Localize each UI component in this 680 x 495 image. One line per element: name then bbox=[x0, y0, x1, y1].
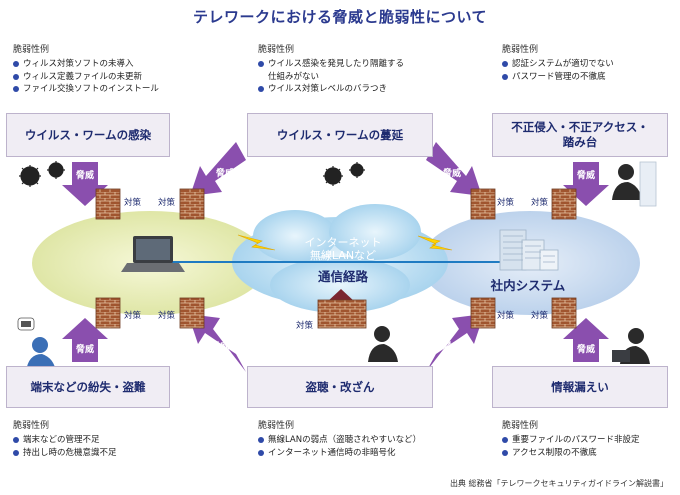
firewalls bbox=[95, 188, 577, 329]
threat-label: 脅威 bbox=[442, 167, 461, 179]
countermeasure-label: 対策 bbox=[124, 310, 142, 321]
internet-label: インターネット bbox=[305, 236, 382, 249]
list-item: 持出し時の危機意識不足 bbox=[13, 447, 117, 460]
threat-label: 脅威 bbox=[576, 343, 595, 355]
threat-arrow-bottom-left-2 bbox=[188, 314, 246, 372]
vulnerability-list-unauthorized-access: 認証システムが適切でない パスワード管理の不徹底 bbox=[502, 58, 614, 83]
countermeasure-label: 対策 bbox=[497, 310, 515, 321]
list-item: ウイルス感染を発見したり隔離する仕組みがない bbox=[258, 58, 404, 83]
threat-label: 脅威 bbox=[75, 169, 94, 181]
firewall-icon bbox=[95, 297, 121, 329]
threat-title-line2: 踏み台 bbox=[562, 135, 598, 149]
firewall-icon bbox=[179, 188, 205, 220]
lightning-left-icon bbox=[237, 234, 276, 251]
eavesdropper-icon bbox=[368, 326, 398, 362]
countermeasure-label: 対策 bbox=[158, 197, 176, 208]
threat-arrow-bottom-right-1 bbox=[426, 314, 484, 372]
vulnerability-heading: 脆弱性例 bbox=[13, 421, 50, 431]
vulnerability-heading: 脆弱性例 bbox=[502, 421, 539, 431]
threat-arrow-bottom-left-1 bbox=[62, 318, 108, 362]
countermeasure-label: 対策 bbox=[531, 197, 549, 208]
threat-box-eavesdropping: 盗聴・改ざん bbox=[247, 366, 433, 408]
threat-title: 盗聴・改ざん bbox=[305, 379, 375, 394]
list-item-text: ウイルス感染を発見したり隔離する bbox=[268, 59, 405, 69]
threat-box-unauthorized-access: 不正侵入・不正アクセス・踏み台 bbox=[492, 113, 668, 157]
threat-label: 脅威 bbox=[442, 340, 461, 352]
countermeasure-label: 対策 bbox=[296, 320, 314, 331]
threat-label: 脅威 bbox=[215, 167, 234, 179]
list-item: ファイル交換ソフトのインストール bbox=[13, 83, 159, 96]
list-item: 認証システムが適切でない bbox=[502, 58, 614, 71]
list-item: 無線LANの弱点（盗聴されやすいなど） bbox=[258, 434, 421, 447]
threat-box-information-leak: 情報漏えい bbox=[492, 366, 668, 408]
threat-title-line1: 不正侵入・不正アクセス・ bbox=[511, 120, 649, 134]
vulnerability-heading: 脆弱性例 bbox=[13, 45, 50, 55]
threat-arrow-top-right-1 bbox=[426, 142, 482, 196]
threat-box-device-loss: 端末などの紛失・盗難 bbox=[6, 366, 170, 408]
list-item: アクセス制限の不徹底 bbox=[502, 447, 640, 460]
company-system-label: 社内システム bbox=[490, 278, 566, 293]
threat-arrow-top-left-2 bbox=[190, 142, 246, 196]
firewall-icon bbox=[470, 297, 496, 329]
countermeasure-label: 対策 bbox=[531, 310, 549, 321]
firewall-icon bbox=[317, 299, 367, 329]
threat-label: 脅威 bbox=[576, 169, 595, 181]
list-item: ウイルス対策レベルのバラつき bbox=[258, 83, 404, 96]
list-item-continuation: 仕組みがない bbox=[268, 71, 320, 82]
list-item: 重要ファイルのパスワード非設定 bbox=[502, 434, 640, 447]
list-item: パスワード管理の不徹底 bbox=[502, 71, 614, 84]
list-item: 端末などの管理不足 bbox=[13, 434, 117, 447]
laptop-icon bbox=[121, 236, 185, 272]
vulnerability-list-device-loss: 端末などの管理不足 持出し時の危機意識不足 bbox=[13, 434, 117, 459]
virus-icons bbox=[19, 161, 365, 187]
vulnerability-list-virus-spread: ウイルス感染を発見したり隔離する仕組みがない ウイルス対策レベルのバラつき bbox=[258, 58, 404, 96]
threat-arrow-bottom-right-2 bbox=[563, 318, 609, 362]
firewall-icon bbox=[551, 297, 577, 329]
threat-label: 脅威 bbox=[75, 343, 94, 355]
firewall-icon bbox=[551, 188, 577, 220]
threat-label: 脅威 bbox=[210, 340, 229, 352]
vulnerability-heading: 脆弱性例 bbox=[258, 45, 295, 55]
hacker-icons bbox=[368, 161, 657, 364]
threat-title: ウイルス・ワームの感染 bbox=[24, 127, 152, 142]
communication-route-label: 通信経路 bbox=[318, 269, 369, 284]
vulnerability-list-eavesdropping: 無線LANの弱点（盗聴されやすいなど） インターネット通信時の非暗号化 bbox=[258, 434, 421, 459]
lightning-right-icon bbox=[417, 235, 453, 251]
threat-title: ウイルス・ワームの蔓延 bbox=[276, 127, 404, 142]
vulnerability-heading: 脆弱性例 bbox=[258, 421, 295, 431]
leaker-icon bbox=[612, 328, 650, 364]
vulnerability-list-virus-infection: ウィルス対策ソフトの未導入 ウィルス定義ファイルの未更新 ファイル交換ソフトのイ… bbox=[13, 58, 159, 96]
firewall-icon bbox=[470, 188, 496, 220]
threat-box-virus-spread: ウイルス・ワームの蔓延 bbox=[247, 113, 433, 157]
threat-title: 情報漏えい bbox=[551, 379, 609, 394]
intruder-icon bbox=[612, 161, 657, 207]
vulnerability-list-information-leak: 重要ファイルのパスワード非設定 アクセス制限の不徹底 bbox=[502, 434, 640, 459]
list-item: ウィルス定義ファイルの未更新 bbox=[13, 71, 159, 84]
source-credit: 出典 総務省「テレワークセキュリティガイドライン解説書」 bbox=[449, 479, 668, 488]
vulnerability-heading: 脆弱性例 bbox=[502, 45, 539, 55]
threat-title: 端末などの紛失・盗難 bbox=[30, 379, 146, 394]
countermeasure-label: 対策 bbox=[124, 197, 142, 208]
list-item: ウィルス対策ソフトの未導入 bbox=[13, 58, 159, 71]
firewall-icon bbox=[179, 297, 205, 329]
firewall-icon bbox=[95, 188, 121, 220]
threat-box-virus-infection: ウイルス・ワームの感染 bbox=[6, 113, 170, 157]
countermeasure-label: 対策 bbox=[497, 197, 515, 208]
list-item: インターネット通信時の非暗号化 bbox=[258, 447, 421, 460]
company-building-icon bbox=[499, 229, 559, 271]
wireless-lan-label: 無線LANなど bbox=[310, 248, 376, 262]
threat-arrows bbox=[62, 142, 609, 372]
countermeasure-label: 対策 bbox=[158, 310, 176, 321]
worried-user-icon bbox=[17, 317, 56, 372]
page-title: テレワークにおける脅威と脆弱性について bbox=[192, 8, 488, 26]
